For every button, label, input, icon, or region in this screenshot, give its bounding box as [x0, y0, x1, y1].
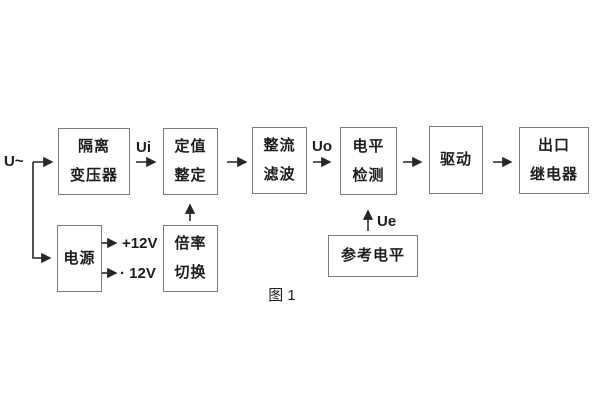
block-label: 切换	[174, 264, 207, 281]
block-label: 出口	[537, 137, 570, 154]
block-value-setting: 定值 整定	[163, 128, 218, 195]
block-output-relay: 出口 继电器	[519, 127, 589, 194]
connector-input-to-power-arrow	[32, 162, 52, 264]
signal-label-plus-12v: +12V	[122, 235, 158, 252]
block-driver: 驱动	[429, 126, 483, 194]
block-label: 倍率	[174, 235, 207, 252]
block-label: 电平	[352, 137, 385, 155]
block-label: 继电器	[529, 166, 578, 183]
block-label: 参考电平	[340, 247, 405, 264]
block-isolation-transformer: 隔离 变压器	[58, 128, 130, 195]
signal-label-uo: Uo	[312, 138, 332, 155]
block-label: 隔离	[77, 138, 110, 155]
block-label: 检测	[352, 166, 385, 184]
block-reference-level: 参考电平	[328, 235, 418, 277]
figure-caption: 图 1	[268, 287, 296, 304]
signal-label-ue: Ue	[377, 213, 397, 230]
block-power-supply: 电源	[57, 225, 102, 292]
block-label: 变压器	[69, 167, 118, 184]
block-label: 整定	[174, 167, 207, 184]
block-level-detector: 电平 检测	[340, 127, 397, 195]
block-rectifier-filter: 整流 滤波	[252, 127, 307, 194]
signal-label-input-u: U~	[4, 153, 24, 170]
block-label: 整流	[263, 137, 296, 154]
signal-label-ui: Ui	[136, 139, 151, 156]
block-label: 电源	[63, 249, 96, 267]
block-ratio-switch: 倍率 切换	[163, 225, 218, 292]
signal-label-minus-12v: · 12V	[120, 265, 156, 282]
block-label: 定值	[174, 138, 207, 155]
block-label: 驱动	[439, 151, 472, 168]
block-label: 滤波	[263, 166, 296, 183]
